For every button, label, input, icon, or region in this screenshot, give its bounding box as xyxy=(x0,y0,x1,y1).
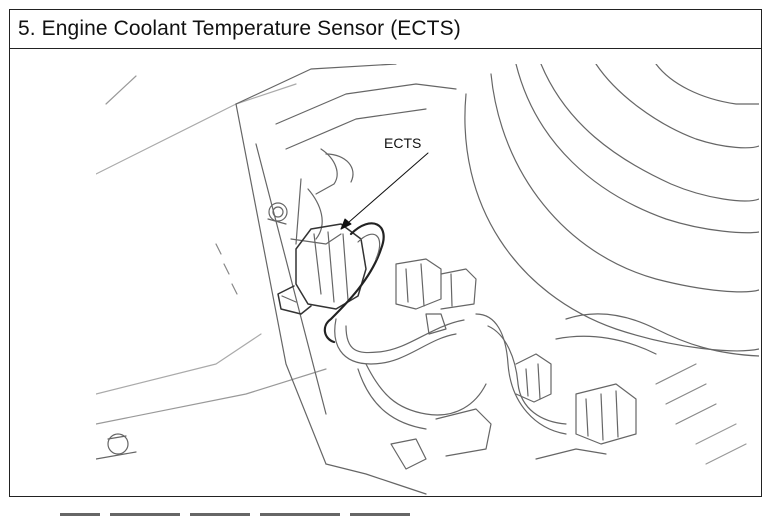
ects-callout-label: ECTS xyxy=(384,135,421,151)
document-frame: 5. Engine Coolant Temperature Sensor (EC… xyxy=(9,9,762,497)
section-title: 5. Engine Coolant Temperature Sensor (EC… xyxy=(10,10,761,49)
engine-diagram: ECTS xyxy=(96,64,759,497)
engine-illustration: ECTS xyxy=(96,64,759,495)
cropped-text-fragment xyxy=(60,513,410,516)
cropped-footer-line xyxy=(60,505,460,522)
